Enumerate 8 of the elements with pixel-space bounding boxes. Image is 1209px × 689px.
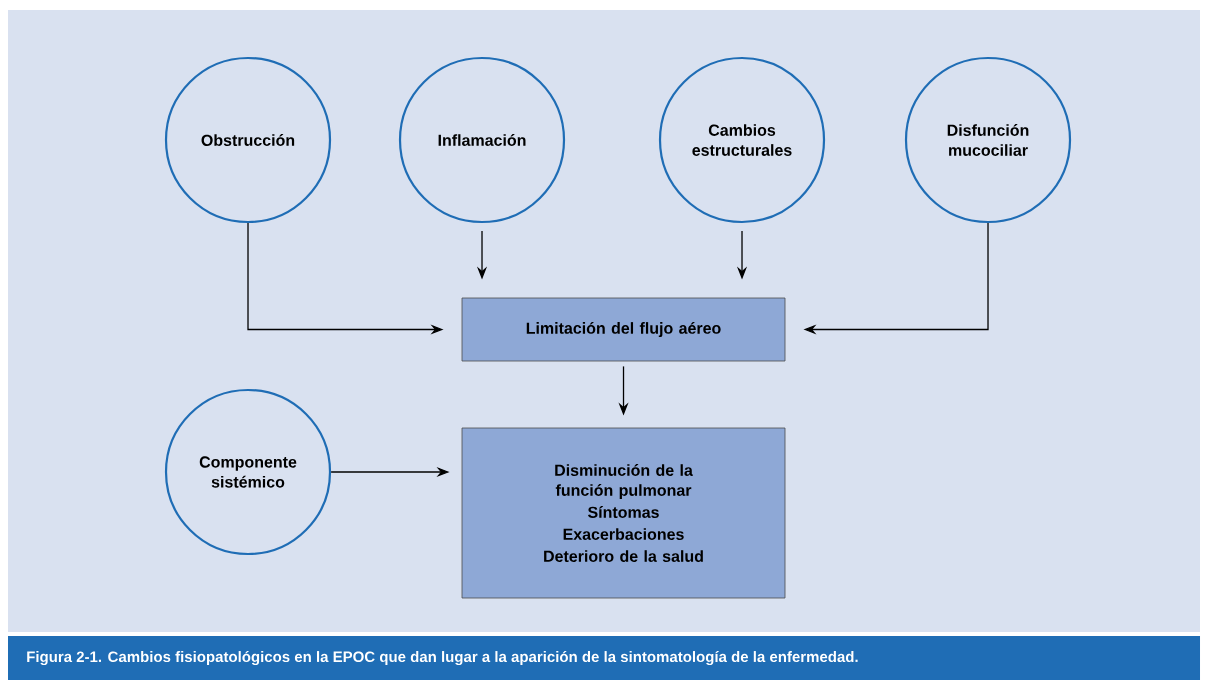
circle-node: Inflamación <box>398 56 566 224</box>
circle-node: Componente sistémico <box>164 388 332 556</box>
circle-node: Obstrucción <box>164 56 332 224</box>
circle-node: Cambios estructurales <box>658 56 826 224</box>
caption: Figura 2-1. Cambios fisiopatológicos en la EPOC que dan lugar a la aparición de la sintomatología de la enfermedad. <box>27 650 858 666</box>
process-box: Limitación del flujo aéreo <box>461 297 786 362</box>
circle-node: Disfunción mucociliar <box>904 56 1072 224</box>
process-box: Disminución de la función pulmonar Síntomas Exacerbaciones Deterioro de la salud <box>461 427 786 599</box>
